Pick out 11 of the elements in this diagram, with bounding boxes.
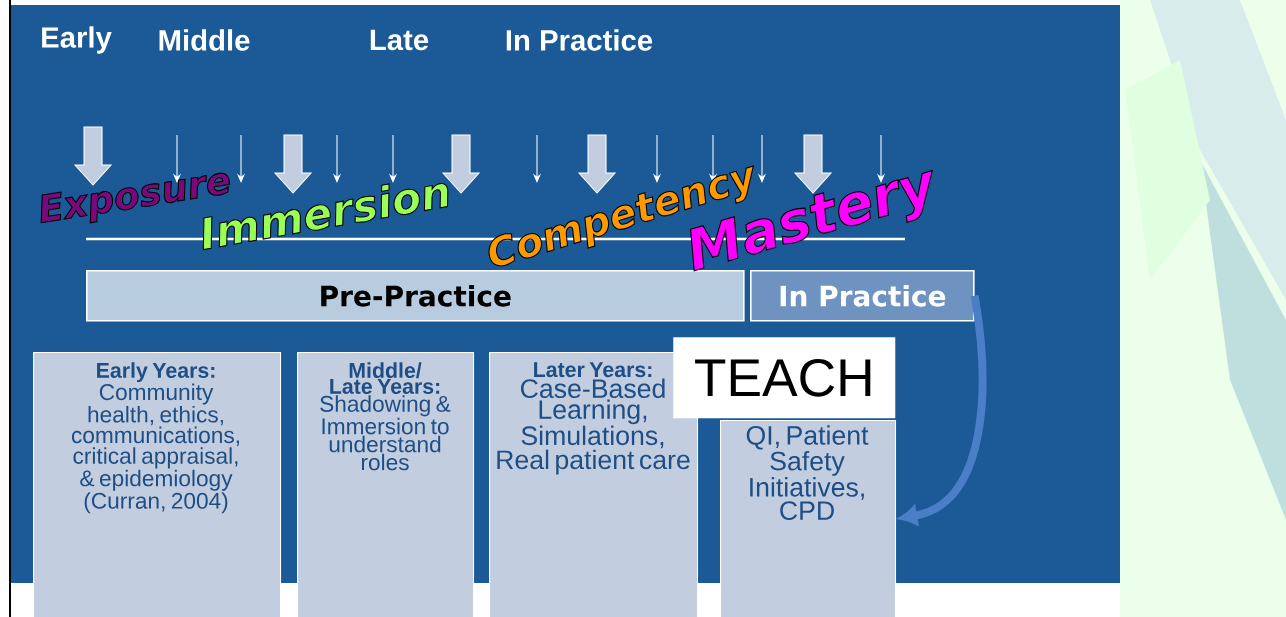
phase-bar: In Practice bbox=[750, 270, 975, 322]
info-box: Early Years: Community health, ethics, communications, critical appraisal, & epidemiology (Curran, 2004) bbox=[33, 352, 282, 617]
column-heading: Middle bbox=[159, 29, 250, 51]
column-heading: Late bbox=[370, 29, 429, 51]
phase-bar: Pre-Practice bbox=[86, 270, 745, 322]
teach-box: TEACH bbox=[673, 337, 896, 419]
info-box: QI, Patient Safety Initiatives, CPD bbox=[720, 420, 897, 617]
curved-arrow bbox=[899, 295, 987, 525]
column-heading: Early bbox=[42, 26, 112, 54]
info-box: Middle/ Late Years: Shadowing & Immersion to understand roles bbox=[297, 352, 475, 617]
column-heading: In Practice bbox=[506, 29, 653, 51]
